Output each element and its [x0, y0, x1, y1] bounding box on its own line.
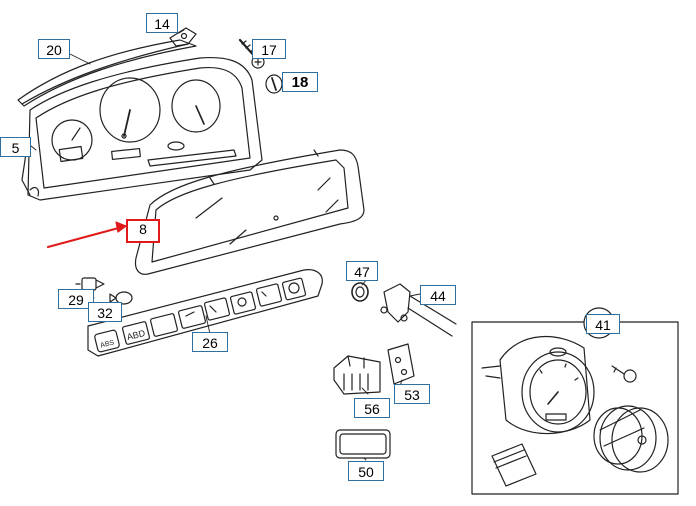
callout-26[interactable]: 26: [192, 332, 228, 352]
abs-switch-label: ABS: [100, 339, 116, 349]
callout-18[interactable]: 18: [282, 72, 318, 92]
trim-strip-part-20: [17, 39, 197, 107]
callout-29[interactable]: 29: [58, 289, 94, 309]
speedometer-assembly: [481, 335, 595, 435]
callout-47[interactable]: 47: [346, 261, 378, 281]
callout-20[interactable]: 20: [38, 39, 70, 59]
instrument-cluster-housing: [21, 56, 263, 201]
lens-part-8: [134, 149, 365, 275]
callout-17[interactable]: 17: [252, 39, 286, 59]
highlight-arrow: [46, 221, 128, 249]
bracket-part-53: [387, 343, 415, 385]
abd-switch-label: ABD: [126, 328, 147, 342]
leader-lines: [30, 29, 421, 461]
clip-part-14: [169, 27, 197, 47]
bulb-part-32: [109, 291, 133, 305]
callout-50[interactable]: 50: [348, 461, 384, 481]
round-part-47: [351, 282, 369, 302]
callout-5[interactable]: 5: [0, 137, 31, 157]
callout-32[interactable]: 32: [88, 302, 122, 322]
callout-14[interactable]: 14: [146, 13, 178, 33]
sub-assembly-box-part-41: [471, 307, 679, 495]
connector-part-56: [333, 355, 381, 395]
callout-53[interactable]: 53: [394, 384, 430, 404]
sensor-part-44: [380, 283, 457, 337]
cover-plate-part-50: [335, 429, 391, 459]
key-icon: [611, 365, 637, 383]
knob-part-18: [265, 74, 283, 94]
callout-44[interactable]: 44: [420, 285, 456, 305]
drive-drum: [593, 405, 669, 473]
callout-41[interactable]: 41: [586, 314, 620, 334]
callout-56[interactable]: 56: [354, 398, 390, 418]
manual-booklet: [491, 443, 537, 487]
callout-8-highlighted[interactable]: 8: [126, 219, 160, 243]
